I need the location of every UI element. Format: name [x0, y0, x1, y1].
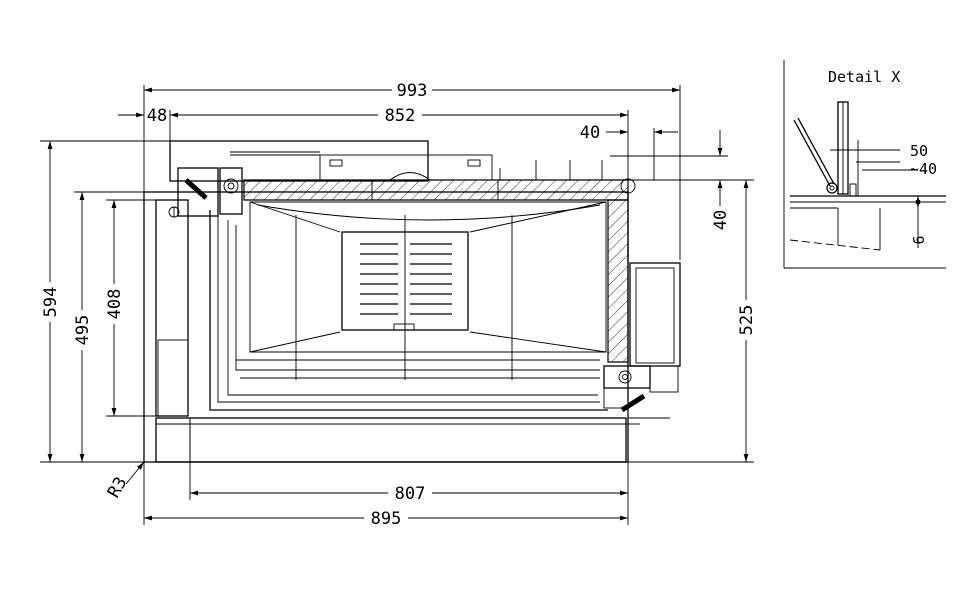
dim-852: 852: [385, 106, 416, 126]
dim-525: 525: [737, 305, 757, 336]
right-side-box: [629, 262, 681, 367]
hinge-block-right: [603, 365, 651, 389]
grille-slots: [360, 243, 452, 315]
dim-807: 807: [395, 484, 426, 504]
dim-993: 993: [397, 81, 428, 101]
dim-408: 408: [105, 289, 125, 320]
dim-40-top: 40: [580, 123, 600, 143]
detail-x-view: [783, 60, 946, 269]
dimension-lines: [40, 80, 756, 528]
dim-594: 594: [41, 287, 61, 318]
detail-dim-50: 50: [910, 142, 928, 160]
detail-title: Detail X: [828, 68, 900, 86]
dim-r3: R3: [104, 474, 132, 502]
detail-dim-6: 6: [910, 235, 928, 244]
dim-48: 48: [147, 106, 167, 126]
hinge-block-left: [177, 167, 219, 217]
left-door-frame: [155, 199, 189, 417]
dim-895: 895: [371, 509, 402, 529]
detail-dim-40: ~40: [910, 160, 937, 178]
flue-box: [169, 140, 429, 182]
dim-40-right: 40: [711, 210, 731, 230]
fireplace-plan-view: [143, 140, 681, 463]
refractory-lining-top: [243, 179, 629, 201]
dim-495: 495: [73, 315, 93, 346]
base-plinth: [155, 417, 627, 463]
refractory-lining-right: [607, 199, 629, 363]
